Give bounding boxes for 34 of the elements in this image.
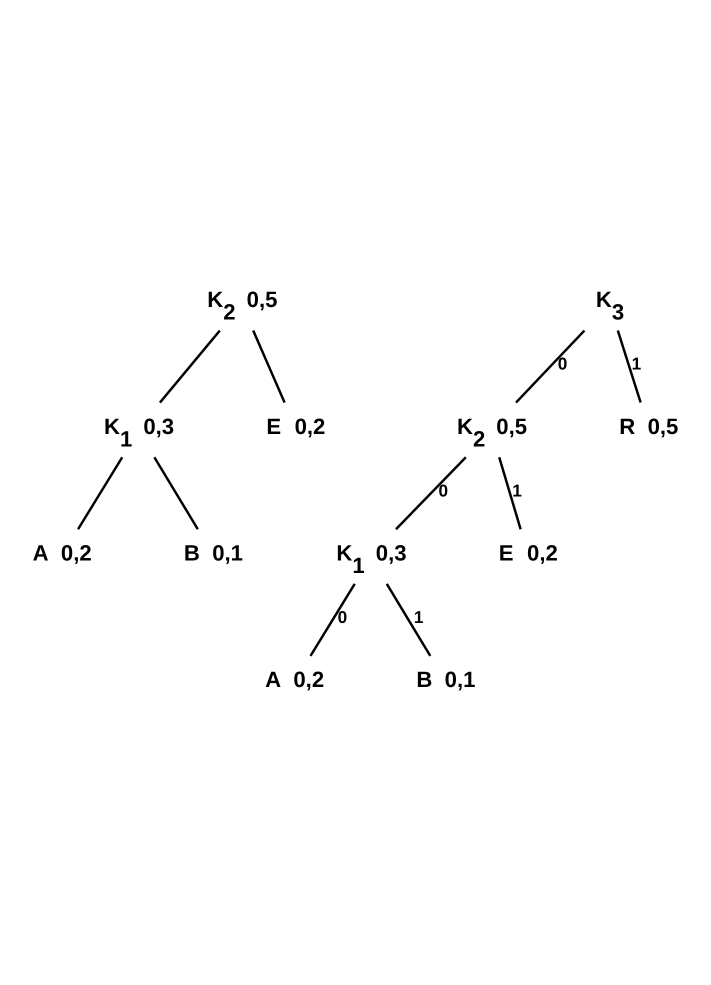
node-text: B: [416, 666, 432, 692]
node-label: 0,3: [143, 413, 174, 438]
node-label: 0,1: [444, 666, 476, 692]
node-label: 0,2: [60, 540, 92, 566]
connector: [252, 330, 286, 403]
node-label: 0,2: [293, 666, 324, 692]
node-text: E: [498, 540, 514, 566]
connector: [515, 329, 586, 403]
edge-label: 0: [438, 480, 448, 500]
connector: [386, 582, 432, 656]
connector: [498, 456, 522, 530]
node-label: 0,2: [294, 413, 326, 438]
connector: [153, 456, 199, 530]
node-label: 0,5: [496, 413, 528, 438]
connector: [77, 456, 124, 530]
connector: [159, 329, 221, 403]
node-label: 0,5: [648, 413, 678, 438]
edge-label: 0: [338, 606, 348, 626]
edge-label: 0: [558, 353, 568, 374]
connector: [616, 330, 642, 402]
node-text: R: [619, 413, 636, 438]
connector: [309, 582, 356, 656]
connector: [395, 456, 467, 530]
node-label: 0,1: [212, 540, 243, 566]
node-text: E: [266, 413, 282, 438]
node-label: 0,2: [527, 540, 558, 566]
edge-label: 1: [512, 480, 522, 500]
node-text: A: [32, 540, 49, 566]
node-label: 0,5: [246, 286, 278, 312]
node-text: A: [265, 666, 282, 692]
edge-label: 1: [414, 606, 424, 626]
node-text: B: [184, 540, 200, 566]
node-label: 0,3: [376, 540, 407, 566]
edge-label: 1: [632, 353, 642, 374]
